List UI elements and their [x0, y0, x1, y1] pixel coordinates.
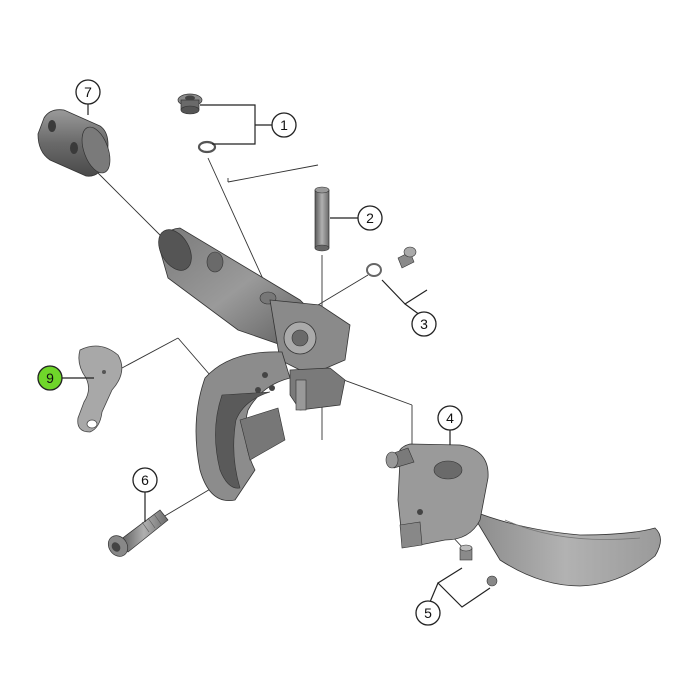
- callout-6: 6: [132, 467, 158, 493]
- callout-leaders: [62, 102, 491, 608]
- svg-text:7: 7: [84, 84, 92, 100]
- part-7-sleeve: [37, 109, 111, 177]
- callout-4: 4: [437, 405, 463, 431]
- part-3-screw: [366, 246, 417, 277]
- svg-text:1: 1: [280, 117, 288, 133]
- svg-text:6: 6: [141, 472, 149, 488]
- callout-3: 3: [411, 311, 437, 337]
- callout-2: 2: [357, 205, 383, 231]
- part-4-lever: [385, 443, 661, 587]
- callout-5: 5: [415, 600, 441, 626]
- svg-text:5: 5: [424, 605, 432, 621]
- master-cylinder-body: [158, 227, 351, 502]
- part-6-clamp-bolt: [107, 509, 169, 557]
- svg-text:2: 2: [366, 210, 374, 226]
- callout-9: 9: [37, 365, 63, 391]
- callout-7: 7: [75, 79, 101, 105]
- svg-text:4: 4: [446, 410, 454, 426]
- part-1-bleed-screw: [177, 93, 217, 154]
- svg-text:3: 3: [420, 316, 428, 332]
- part-2-pivot-pin: [314, 186, 330, 252]
- callout-1: 1: [271, 112, 297, 138]
- svg-text:9: 9: [46, 370, 54, 386]
- part-9-bracket: [77, 345, 123, 433]
- part-5-bushing: [459, 544, 498, 587]
